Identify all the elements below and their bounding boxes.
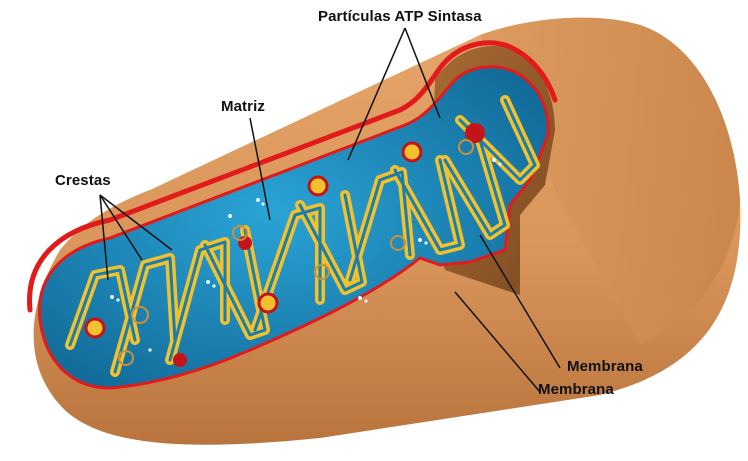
label-membrane-inner: Membrana — [567, 358, 643, 375]
label-atp-synthase: Partículas ATP Sintasa — [318, 8, 482, 25]
label-cristae: Crestas — [55, 172, 111, 189]
label-matrix: Matriz — [221, 98, 265, 115]
label-membrane-outer: Membrana — [538, 381, 614, 398]
